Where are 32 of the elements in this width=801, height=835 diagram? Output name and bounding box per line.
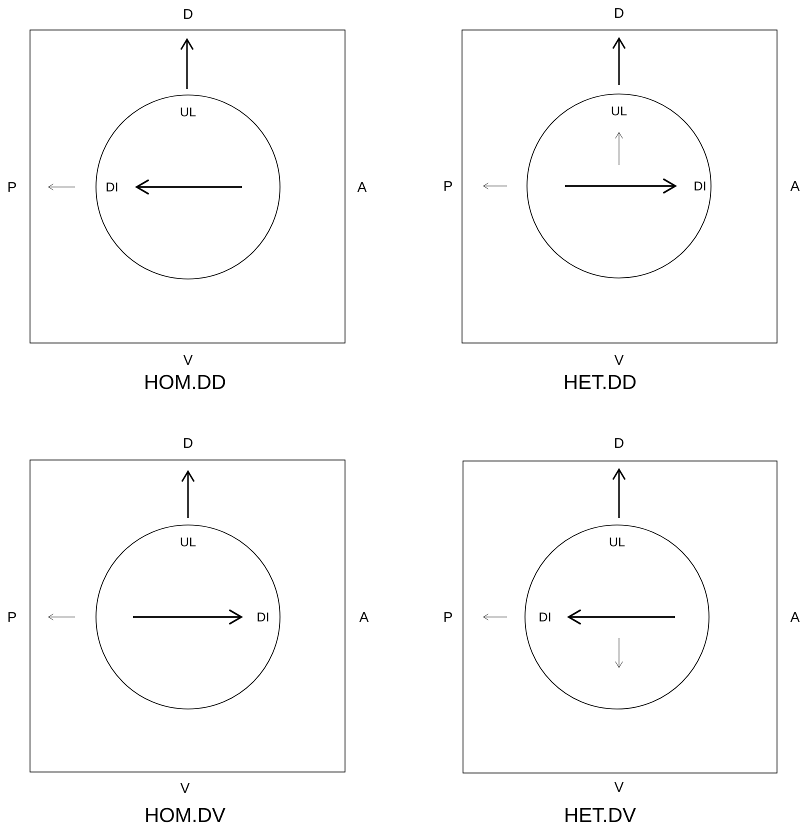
axis-label: A [359, 612, 369, 622]
region-label: UL [612, 106, 627, 116]
caption: HET.DV [566, 808, 636, 822]
square-frame [30, 30, 346, 344]
region-label: UL [180, 108, 196, 116]
axis-label: A [357, 182, 367, 192]
caption: HET.DD [565, 375, 636, 389]
region-label: DI [540, 612, 550, 622]
axis-label: V [614, 782, 624, 792]
axis-label: V [614, 355, 624, 365]
axis-label: D [615, 438, 624, 448]
axis-label: P [8, 612, 16, 622]
axis-label: V [180, 783, 190, 793]
axis-label: P [444, 612, 452, 622]
axis-label: A [790, 612, 800, 622]
caption: HOM.DV [146, 808, 226, 822]
square-frame [462, 460, 778, 774]
region-label: UL [180, 538, 196, 546]
axis-label: V [183, 355, 193, 365]
region-label: DI [694, 182, 706, 190]
axis-label: P [8, 182, 16, 192]
axis-label: D [184, 438, 192, 448]
region-label: DI [106, 182, 118, 192]
caption: HOM.DD [146, 374, 226, 390]
square-frame [462, 30, 778, 344]
axis-label: A [790, 181, 800, 191]
axis-label: D [184, 9, 192, 19]
region-label: UL [610, 538, 625, 546]
axis-label: D [615, 8, 624, 18]
region-label: DI [258, 612, 268, 622]
axis-label: P [444, 181, 452, 191]
square-frame [30, 460, 346, 772]
